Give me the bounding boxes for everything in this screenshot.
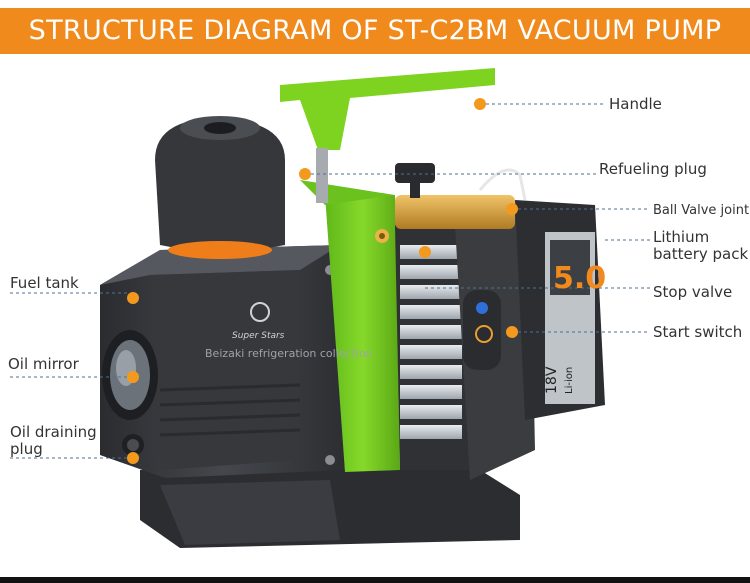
label-handle: Handle (609, 95, 662, 113)
rear-housing (455, 205, 535, 480)
label-fuel-tank: Fuel tank (10, 274, 79, 292)
label-refueling-plug: Refueling plug (599, 160, 707, 178)
watermark-text: Beizaki refrigeration collection (205, 347, 373, 360)
handle-part (280, 68, 495, 203)
callout-markers (127, 98, 518, 464)
label-ball-valve-joint: Ball Valve joint (653, 203, 750, 218)
title-banner: STRUCTURE DIAGRAM OF ST-C2BM VACUUM PUMP (0, 8, 750, 54)
label-lithium-battery-pack: Lithium battery pack (653, 228, 749, 263)
battery-voltage-text: 18V (544, 366, 560, 394)
brand-text: Super Stars (232, 331, 285, 341)
label-oil-draining-plug: Oil draining plug (10, 423, 97, 458)
fuel-tank-housing (100, 245, 345, 478)
label-oil-mirror: Oil mirror (8, 355, 79, 373)
diagram-title: STRUCTURE DIAGRAM OF ST-C2BM VACUUM PUMP (28, 15, 722, 46)
oil-draining-plug-part (122, 434, 144, 456)
label-start-switch: Start switch (653, 323, 743, 341)
leader-lines (10, 103, 650, 459)
bottom-border (0, 577, 750, 583)
pump-base (140, 470, 520, 548)
label-stop-valve: Stop valve (653, 283, 733, 301)
refueling-cap (155, 116, 285, 259)
ball-valve-assembly (395, 163, 527, 229)
battery-capacity-text: 5.0 (553, 261, 606, 296)
motor-fins (395, 225, 470, 470)
battery-type-text: Li-ion (564, 367, 575, 394)
brand-logo: Super Stars (232, 302, 285, 341)
battery-pack (515, 200, 605, 420)
